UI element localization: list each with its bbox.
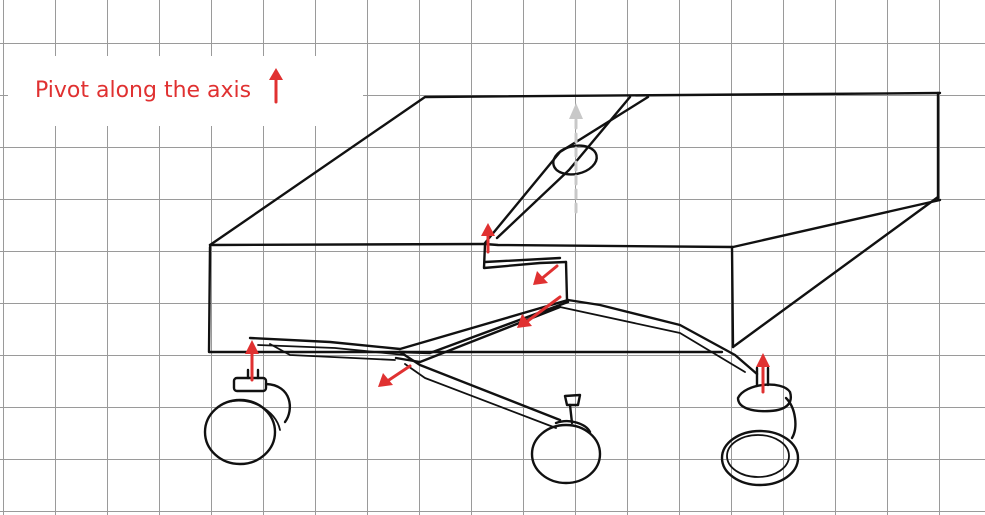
leg-left-arrow <box>378 364 412 387</box>
motion-arrows <box>245 223 770 394</box>
pivot-axis-arrow <box>569 103 583 214</box>
caster-left-arrow <box>245 340 259 382</box>
annotation-panel: Pivot along the axis <box>8 56 363 126</box>
slot-up-arrow <box>481 223 495 254</box>
leg-center-arrow <box>517 295 562 328</box>
annotation-text: Pivot along the axis <box>35 78 252 103</box>
caster-right-arrow <box>756 353 770 394</box>
slot-cut <box>482 242 569 302</box>
table-top <box>207 91 942 354</box>
base-legs <box>248 298 759 429</box>
up-arrow-icon <box>269 68 283 104</box>
caster-left <box>203 368 292 466</box>
gas-lift-stem <box>483 95 650 245</box>
slot-diagonal-arrow <box>533 264 559 285</box>
caster-center <box>530 393 602 485</box>
caster-right <box>720 366 800 487</box>
